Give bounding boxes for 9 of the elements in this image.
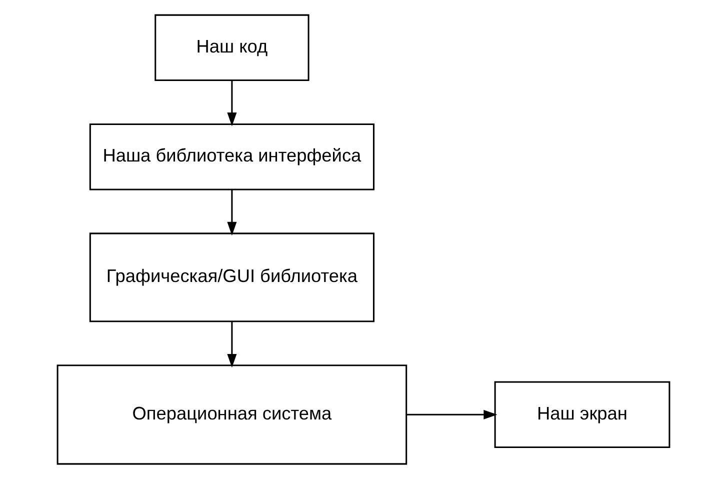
- node-box: Графическая/GUI библиотека: [89, 232, 374, 322]
- arrow: [227, 189, 237, 236]
- arrow: [406, 409, 498, 419]
- node-box: Операционная система: [56, 364, 408, 464]
- arrow: [227, 320, 237, 368]
- node-box: Наша библиотека интерфейса: [89, 123, 374, 190]
- node-box: Наш код: [154, 14, 310, 81]
- node-box: Наш экран: [494, 380, 670, 448]
- arrow: [227, 80, 237, 126]
